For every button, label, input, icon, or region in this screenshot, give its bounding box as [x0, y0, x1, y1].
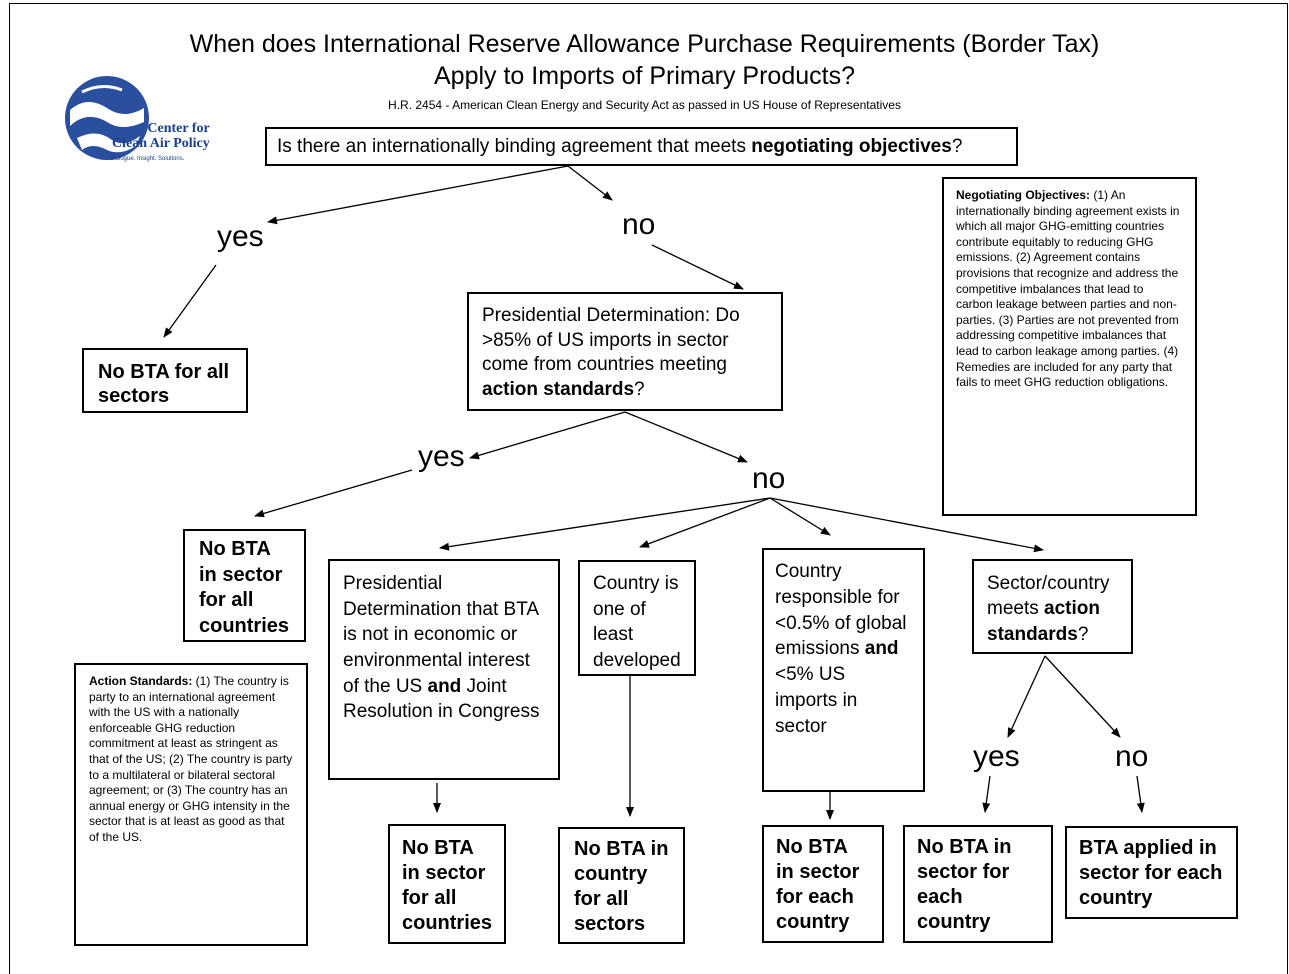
arrow-no2-sector-country — [769, 497, 1044, 553]
question-presidential-determination: Presidential Determination: Do >85% of U… — [467, 292, 783, 411]
branch-presidential-text: Presidential Determination that BTA is n… — [343, 573, 539, 697]
action-standards-heading: Action Standards: — [89, 674, 193, 688]
branch-responsible-emissions: Country responsible for <0.5% of global … — [762, 548, 925, 792]
label-yes-1: yes — [217, 220, 264, 253]
globe-icon — [65, 76, 149, 160]
q2-bold: action standards — [482, 379, 635, 401]
box-no-bta-all-sectors: No BTA for all sectors — [82, 348, 248, 413]
q1-text: Is there an internationally binding agre… — [277, 136, 752, 157]
arrow-q2-no — [624, 411, 748, 463]
arrow-no2-presidential — [439, 497, 771, 551]
arrow-q1-no — [567, 165, 613, 201]
label-no-1: no — [622, 208, 656, 241]
branch-presidential-determination: Presidential Determination that BTA is n… — [328, 559, 560, 780]
outcome-no-bta-sector-each-country-1: No BTA in sector for each country — [762, 825, 884, 943]
subtitle: H.R. 2454 - American Clean Energy and Se… — [388, 98, 901, 112]
arrow-no2-least-developed — [639, 497, 771, 548]
title-line-1: When does International Reserve Allowanc… — [189, 30, 1100, 58]
logo-line-2: Clean Air Policy — [112, 135, 210, 151]
outcome-bta-applied: BTA applied in sector for each country — [1065, 826, 1238, 919]
outcome-no-bta-sector-all-countries-2: No BTA in sector for all countries — [388, 824, 506, 944]
q2-end: ? — [634, 379, 645, 401]
label-no-3: no — [1115, 740, 1149, 773]
box-no-bta-sector-all-countries-1: No BTA in sector for all countries — [183, 529, 306, 642]
arrow-yes1-box — [163, 264, 217, 338]
arrow-yes3-out — [982, 775, 991, 813]
outcome-no-bta-sector-each-country-2: No BTA in sector for each country — [903, 825, 1053, 943]
negotiating-objectives-heading: Negotiating Objectives: — [956, 188, 1091, 202]
arrow-no1-q2 — [651, 244, 744, 290]
q1-end: ? — [951, 136, 963, 157]
logo-tagline: Dialogue. Insight. Solutions. — [110, 156, 185, 162]
branch-sector-country-text: Sector/country meets — [987, 573, 1110, 620]
branch-presidential-end: Joint Resolution in Congress — [343, 675, 540, 723]
logo — [62, 70, 222, 170]
page-frame — [9, 3, 1288, 974]
branch-responsible-bold: and — [864, 638, 899, 660]
arrow-no3-out — [1136, 775, 1145, 813]
q1-bold: negotiating objectives — [751, 136, 952, 157]
branch-sector-country-end: ? — [1077, 623, 1089, 645]
branch-presidential-bold: and — [427, 675, 462, 697]
branch-sector-country-bold: action standards — [987, 598, 1100, 645]
label-yes-3: yes — [973, 740, 1020, 773]
q2-text: Presidential Determination: Do >85% of U… — [482, 305, 740, 376]
arrow-sector-no — [1044, 655, 1121, 738]
title-line-2: Apply to Imports of Primary Products? — [434, 62, 855, 90]
outcome-no-bta-country-all-sectors: No BTA in country for all sectors — [558, 827, 685, 944]
logo-line-1: Center for — [147, 121, 210, 136]
arrow-sector-yes — [1007, 655, 1046, 738]
branch-responsible-text: Country responsible for <0.5% of global … — [775, 561, 907, 660]
arrow-yes2-box — [254, 469, 413, 518]
branch-responsible-end: <5% US imports in sector — [775, 664, 858, 737]
arrow-q2-yes — [469, 411, 626, 460]
arrow-no2-responsible — [769, 497, 831, 536]
note-negotiating-objectives: Negotiating Objectives: (1) An internati… — [942, 177, 1197, 516]
label-no-2: no — [752, 462, 786, 495]
arrow-q1-yes — [267, 165, 569, 225]
action-standards-body: (1) The country is party to an internati… — [89, 674, 293, 844]
question-negotiating-objectives: Is there an internationally binding agre… — [265, 127, 1018, 166]
logo-wordmark: Center for Clean Air Policy — [112, 121, 210, 151]
label-yes-2: yes — [418, 440, 465, 473]
note-action-standards: Action Standards: (1) The country is par… — [74, 663, 308, 946]
branch-least-developed: Country is one of least developed — [578, 560, 696, 676]
negotiating-objectives-body: (1) An internationally binding agreement… — [956, 188, 1180, 390]
branch-sector-country-action-standards: Sector/country meets action standards? — [972, 559, 1133, 654]
